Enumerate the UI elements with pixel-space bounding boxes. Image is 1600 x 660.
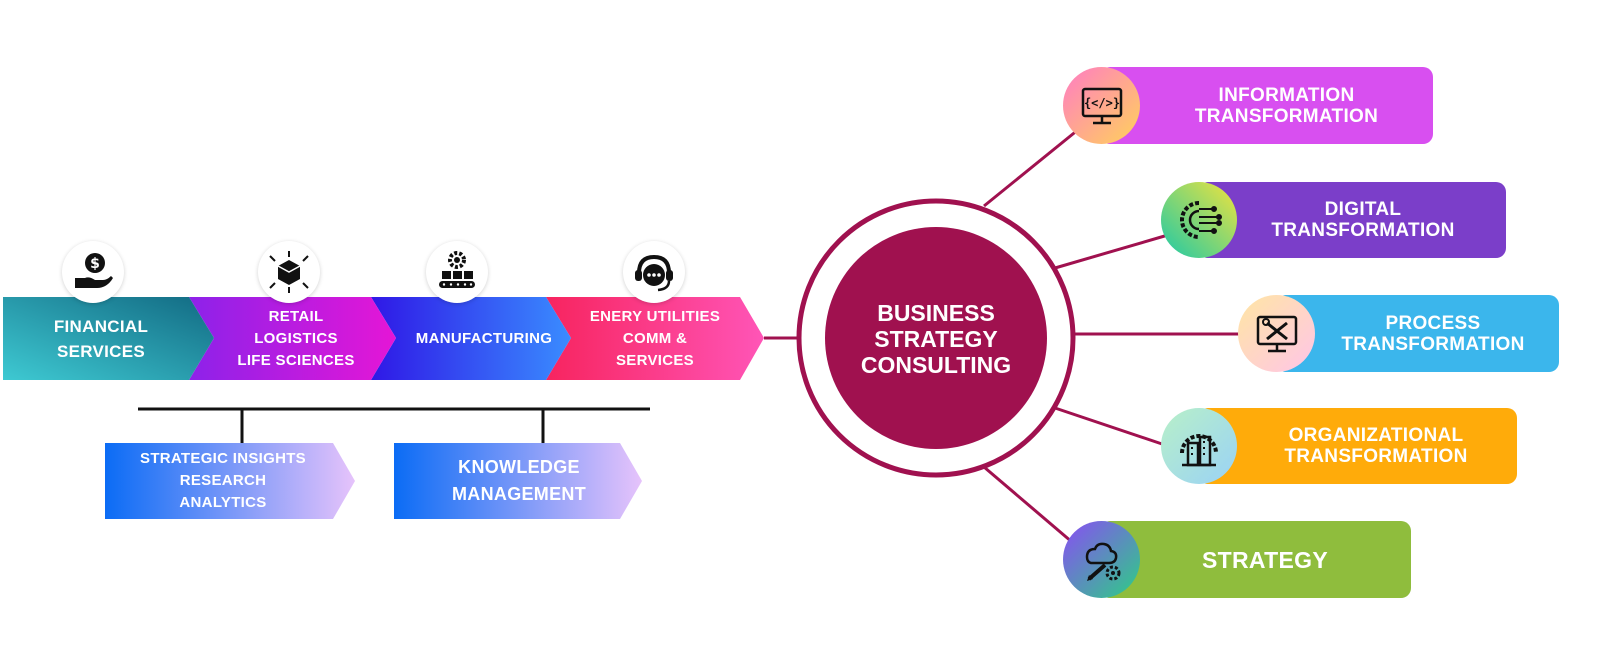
sub-line: RESEARCH: [179, 472, 267, 489]
connector-digital: [1054, 233, 1169, 270]
hub-connectors: [764, 127, 1243, 550]
pill-line: INFORMATION: [1218, 84, 1355, 106]
pill-label-strategy: STRATEGY: [1140, 521, 1390, 598]
chevron-retail-logistics: [189, 297, 396, 380]
manufacturing-bubble: [426, 241, 488, 303]
industry-line: SERVICES: [616, 351, 694, 369]
industry-chevrons: [3, 297, 764, 380]
pill-line: PROCESS: [1385, 312, 1481, 334]
pill-organizational: [1198, 408, 1517, 484]
pill-label-process: PROCESS TRANSFORMATION: [1315, 295, 1551, 372]
industry-line: LIFE SCIENCES: [237, 351, 355, 369]
sub-label-knowledge: KNOWLEDGE MANAGEMENT: [398, 443, 640, 519]
industry-label-manufacturing: MANUFACTURING: [396, 297, 572, 380]
gear-circuit-icon: [1180, 201, 1222, 239]
gear-buildings-icon: [1180, 434, 1218, 467]
pill-icon-process: [1238, 295, 1315, 372]
svg-text:{</>}: {</>}: [1083, 96, 1119, 110]
chevron-financial-services: [3, 297, 214, 380]
sub-label-insights: STRATEGIC INSIGHTS RESEARCH ANALYTICS: [110, 443, 336, 519]
retail-bubble: [258, 241, 320, 303]
industry-line: MANUFACTURING: [415, 329, 553, 347]
pill-line: TRANSFORMATION: [1284, 446, 1468, 467]
pill-line: STRATEGY: [1202, 546, 1328, 573]
pill-label-organizational: ORGANIZATIONAL TRANSFORMATION: [1237, 408, 1515, 484]
energy-bubble: [623, 241, 685, 303]
industry-label-financial: FINANCIAL SERVICES: [8, 297, 194, 380]
connector-organizational: [1054, 406, 1169, 448]
pill-line: DIGITAL: [1324, 199, 1402, 220]
money-hand-icon: $: [75, 253, 113, 288]
hub-ring: [796, 198, 1076, 478]
pill-label-digital: DIGITAL TRANSFORMATION: [1230, 182, 1496, 258]
pill-line: TRANSFORMATION: [1194, 105, 1379, 127]
hub-title-line: CONSULTING: [860, 352, 1012, 378]
hub-title-line: STRATEGY: [874, 326, 998, 352]
pill-label-information: INFORMATION TRANSFORMATION: [1140, 67, 1433, 144]
pill-strategy: [1100, 521, 1411, 598]
connector-information: [983, 127, 1080, 208]
connector-strategy: [983, 465, 1080, 550]
industry-label-energy: ENERY UTILITIES COMM & SERVICES: [570, 297, 740, 380]
sub-arrow-insights: [105, 443, 355, 519]
svg-text:$: $: [90, 256, 100, 272]
headset-chat-icon: [635, 254, 673, 292]
pill-icon-organizational: [1161, 408, 1237, 484]
pill-icon-digital: [1161, 182, 1237, 258]
chevron-manufacturing: [371, 297, 571, 380]
pill-line: ORGANIZATIONAL: [1288, 425, 1464, 446]
industry-line: RETAIL: [268, 307, 324, 325]
industry-line: COMM &: [622, 329, 688, 347]
financial-bubble: $: [62, 241, 124, 303]
industry-line: SERVICES: [56, 341, 146, 361]
pill-line: TRANSFORMATION: [1341, 333, 1525, 355]
industry-label-retail: RETAIL LOGISTICS LIFE SCIENCES: [206, 297, 386, 380]
box-arrows-icon: [269, 251, 309, 293]
industry-line: LOGISTICS: [254, 329, 338, 347]
pill-line: TRANSFORMATION: [1271, 220, 1455, 241]
pill-information: [1100, 67, 1433, 144]
cloud-brain-pencil-icon: [1085, 542, 1120, 581]
sub-arrow-knowledge: [394, 443, 642, 519]
pill-icon-information: {</>}: [1063, 67, 1140, 144]
hub-core: [825, 227, 1047, 449]
sub-line: ANALYTICS: [179, 494, 267, 511]
industry-line: FINANCIAL: [53, 316, 149, 336]
pill-digital: [1198, 182, 1506, 258]
pill-icon-strategy: [1063, 521, 1140, 598]
chevron-energy-utilities: [546, 297, 764, 380]
sub-line: STRATEGIC INSIGHTS: [140, 450, 306, 467]
pill-process: [1276, 295, 1559, 372]
code-monitor-icon: {</>}: [1081, 87, 1122, 124]
industry-line: ENERY UTILITIES: [589, 307, 721, 325]
sub-line: MANAGEMENT: [452, 484, 586, 504]
sub-tree: [138, 407, 650, 443]
tools-monitor-icon: [1256, 315, 1297, 352]
hub-title-line: BUSINESS: [877, 300, 995, 326]
sub-line: KNOWLEDGE: [458, 457, 580, 477]
hub-title: BUSINESS STRATEGY CONSULTING: [825, 228, 1047, 450]
gear-conveyor-icon: [439, 251, 475, 288]
